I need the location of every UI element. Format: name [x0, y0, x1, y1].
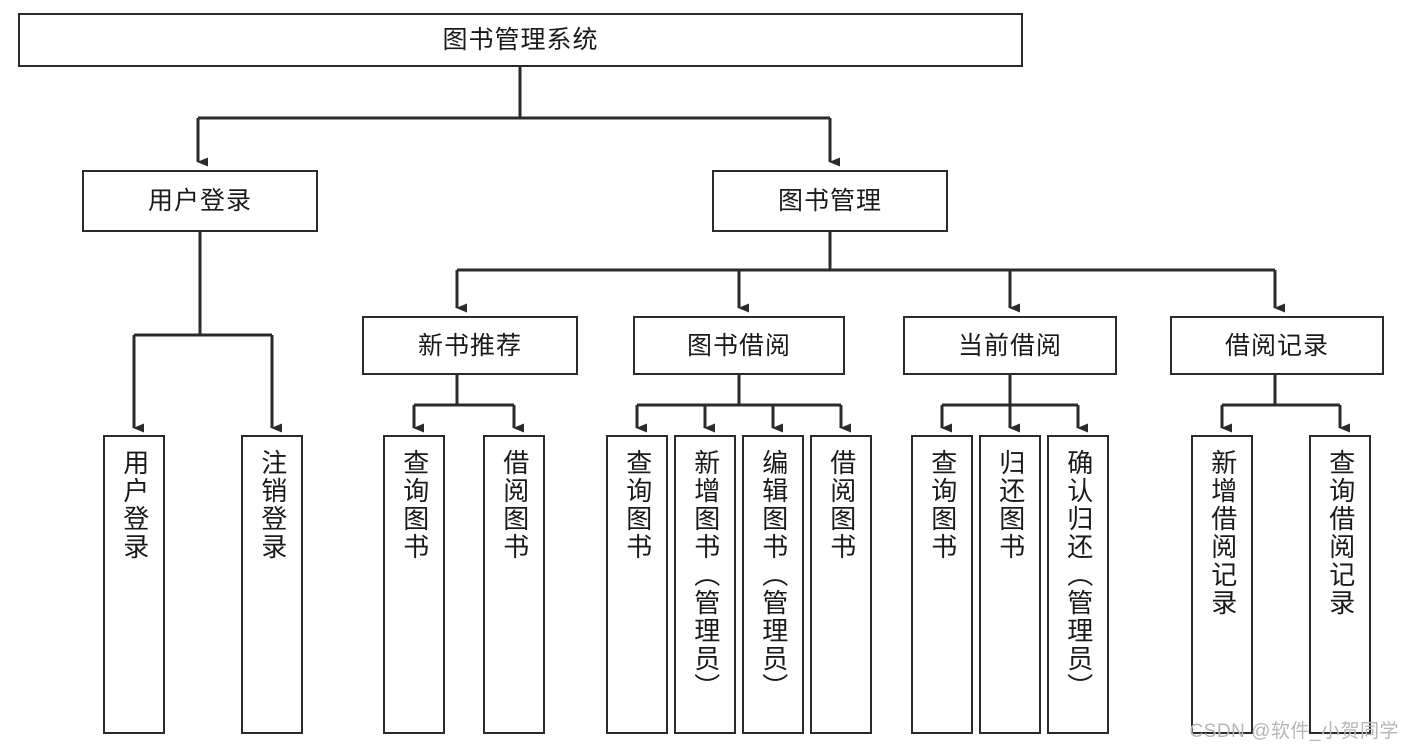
node-borrow-record[interactable]: 借阅记录 [1170, 316, 1384, 375]
node-leaf-query-book-1[interactable]: 查询图书 [383, 435, 445, 734]
node-leaf-logout-login[interactable]: 注销登录 [241, 435, 303, 734]
node-leaf-query-book-3-label: 查询图书 [927, 449, 958, 561]
node-new-book-recommend-label: 新书推荐 [417, 331, 522, 360]
node-new-book-recommend[interactable]: 新书推荐 [362, 316, 578, 375]
node-book-manage-label: 图书管理 [777, 187, 882, 215]
node-leaf-query-book-2-label: 查询图书 [622, 449, 653, 561]
node-leaf-borrow-book-1[interactable]: 借阅图书 [483, 435, 545, 734]
node-user-login[interactable]: 用户登录 [82, 170, 318, 232]
node-leaf-edit-book[interactable]: 编辑图书（管理员） [742, 435, 804, 734]
node-book-borrow-label: 图书借阅 [686, 331, 791, 360]
node-leaf-user-login-label: 用户登录 [119, 449, 150, 561]
node-leaf-query-record-label: 查询借阅记录 [1325, 449, 1356, 617]
node-leaf-query-book-2[interactable]: 查询图书 [606, 435, 668, 734]
node-borrow-record-label: 借阅记录 [1224, 331, 1329, 360]
node-leaf-add-book[interactable]: 新增图书（管理员） [674, 435, 736, 734]
node-leaf-return-book[interactable]: 归还图书 [979, 435, 1041, 734]
node-leaf-borrow-book-2[interactable]: 借阅图书 [810, 435, 872, 734]
node-leaf-user-login[interactable]: 用户登录 [103, 435, 165, 734]
node-leaf-query-book-1-label: 查询图书 [399, 449, 430, 561]
node-leaf-return-book-label: 归还图书 [995, 449, 1026, 561]
node-root-label: 图书管理系统 [442, 26, 599, 54]
node-book-manage[interactable]: 图书管理 [712, 170, 948, 232]
node-current-borrow[interactable]: 当前借阅 [903, 316, 1117, 375]
node-leaf-query-record[interactable]: 查询借阅记录 [1309, 435, 1371, 734]
node-leaf-logout-login-label: 注销登录 [257, 449, 288, 561]
node-leaf-borrow-book-1-label: 借阅图书 [499, 449, 530, 561]
node-leaf-edit-book-label: 编辑图书（管理员） [758, 449, 789, 701]
csdn-watermark: CSDN @软件_小贺同学 [1189, 721, 1399, 742]
node-leaf-borrow-book-2-label: 借阅图书 [826, 449, 857, 561]
node-leaf-add-record[interactable]: 新增借阅记录 [1191, 435, 1253, 734]
node-leaf-confirm-return[interactable]: 确认归还（管理员） [1047, 435, 1109, 734]
node-user-login-label: 用户登录 [147, 187, 252, 215]
node-root[interactable]: 图书管理系统 [18, 13, 1023, 67]
node-leaf-query-book-3[interactable]: 查询图书 [911, 435, 973, 734]
node-leaf-add-record-label: 新增借阅记录 [1207, 449, 1238, 617]
node-book-borrow[interactable]: 图书借阅 [633, 316, 845, 375]
node-leaf-add-book-label: 新增图书（管理员） [690, 449, 721, 701]
node-current-borrow-label: 当前借阅 [957, 331, 1062, 360]
node-leaf-confirm-return-label: 确认归还（管理员） [1063, 449, 1094, 701]
